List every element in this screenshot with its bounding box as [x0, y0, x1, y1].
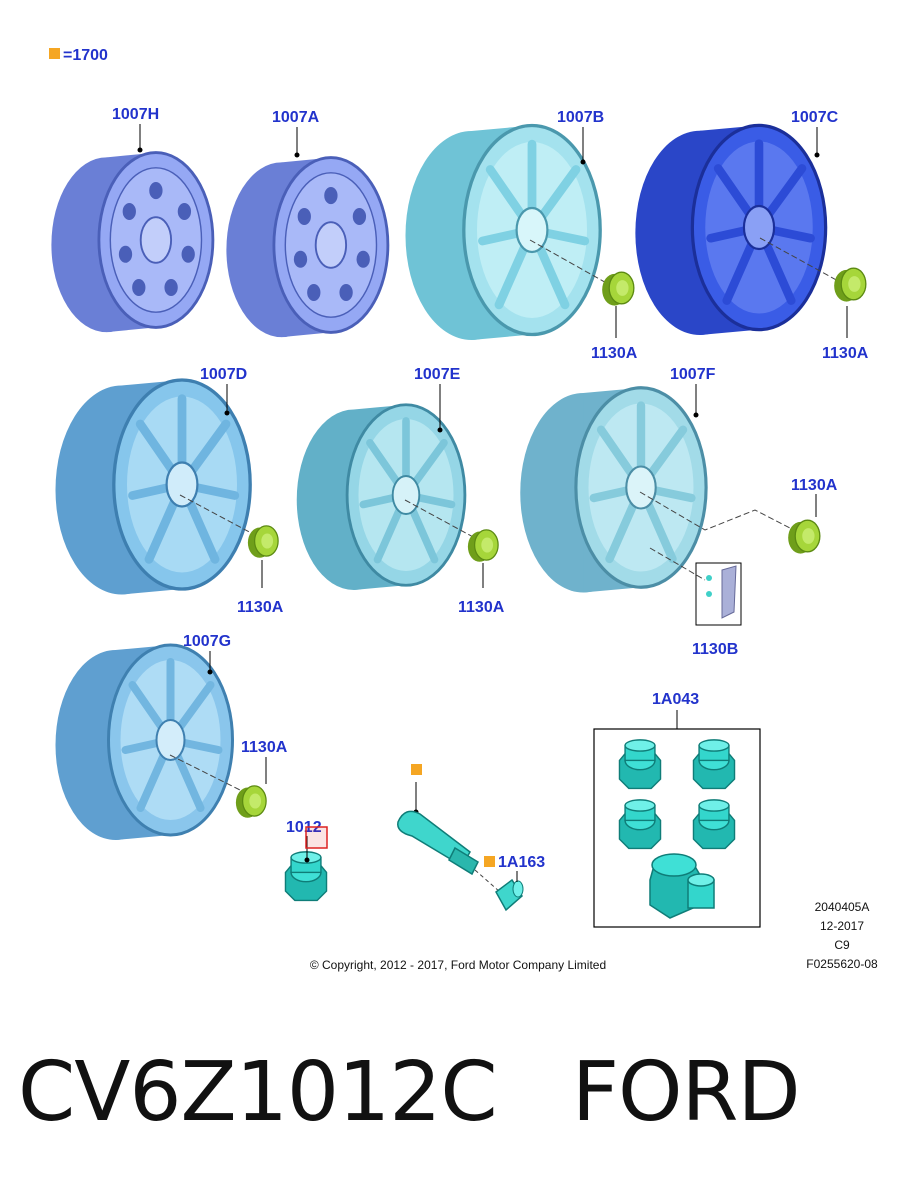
axis-line-1130B: [649, 547, 706, 581]
wheel-1007F[interactable]: [520, 387, 707, 593]
callout-1130A-row2-left[interactable]: 1130A: [237, 599, 284, 616]
callout-1130A-row3[interactable]: 1130A: [241, 739, 288, 756]
axis-line-1007C: [759, 237, 841, 283]
leader-dot-1007F: [693, 412, 699, 418]
wheel-1007D[interactable]: [55, 380, 251, 595]
callout-1A163[interactable]: 1A163: [498, 854, 545, 871]
axis-line-1007B: [529, 239, 611, 286]
meta-code: 2040405A: [815, 900, 870, 914]
center-cap-1130B-screw-top: [706, 575, 712, 581]
lug-nut-kit-1A043[interactable]: [618, 739, 736, 919]
leader-dot-1007C: [814, 152, 820, 158]
callout-1007G[interactable]: 1007G: [183, 633, 231, 650]
kit-lug-nut-2[interactable]: [692, 739, 736, 790]
leader-dot-1007A: [294, 152, 300, 158]
legend-text: =1700: [63, 47, 108, 64]
leader-dot-1007G: [207, 669, 213, 675]
meta-variant: C9: [834, 938, 850, 952]
figure-meta: 2040405A 12-2017 C9 F0255620-08: [806, 900, 878, 971]
center-cap-1130A-row2-right[interactable]: [787, 519, 821, 555]
center-cap-1130A-row2-mid[interactable]: [467, 529, 499, 563]
center-cap-1130A-row3[interactable]: [235, 785, 267, 819]
axis-line-1007E: [404, 499, 476, 539]
leader-dot-1012: [304, 857, 310, 863]
callout-1A043[interactable]: 1A043: [652, 691, 699, 708]
axis-line-1007F: [639, 491, 791, 531]
lug-nut-kit-frame[interactable]: [593, 728, 761, 928]
leader-dot-1007H: [137, 147, 143, 153]
copyright-notice: © Copyright, 2012 - 2017, Ford Motor Com…: [310, 958, 606, 972]
meta-figure: F0255620-08: [806, 957, 878, 971]
part-number-heading: CV6Z1012C FORD: [18, 1052, 801, 1134]
wheel-1007B[interactable]: [405, 125, 601, 341]
callout-1130A-row2-mid[interactable]: 1130A: [458, 599, 505, 616]
callout-1007E[interactable]: 1007E: [414, 366, 461, 383]
center-cap-1130B-frame: [695, 562, 742, 626]
kit-locking-key[interactable]: [649, 853, 715, 919]
meta-date: 12-2017: [820, 919, 864, 933]
kit-lug-nut-3[interactable]: [618, 799, 662, 850]
center-cap-1130B-screw-bottom: [706, 591, 712, 597]
center-cap-1130B[interactable]: [695, 562, 742, 626]
wheel-1007C[interactable]: [635, 125, 826, 335]
valve-cap-1A163[interactable]: [495, 878, 524, 912]
callout-1007B[interactable]: 1007B: [557, 109, 604, 126]
center-cap-1130B-part: [721, 565, 737, 619]
highlight-box-1012: [305, 826, 328, 849]
leader-dot-1007D: [224, 410, 230, 416]
callout-1130B[interactable]: 1130B: [692, 641, 738, 658]
wheel-1007G[interactable]: [55, 645, 233, 840]
center-cap-1130A-row1-right[interactable]: [833, 267, 867, 303]
leader-dot-1007E: [437, 427, 443, 433]
center-cap-1130A-row1-left[interactable]: [601, 271, 635, 307]
tire-valve-stem[interactable]: [397, 810, 479, 876]
callout-1012[interactable]: 1012: [286, 819, 322, 836]
leader-dot-1007B: [580, 159, 586, 165]
valve-legend-square-icon: [411, 764, 422, 775]
callout-1130A-row1-right[interactable]: 1130A: [822, 345, 869, 362]
kit-lug-nut-4[interactable]: [692, 799, 736, 850]
axis-line-valve-cap: [474, 869, 501, 893]
callout-1007C[interactable]: 1007C: [791, 109, 839, 126]
heading-spacer: [497, 1045, 572, 1140]
axis-line-1007G: [169, 754, 241, 791]
wheel-1007H[interactable]: [51, 152, 213, 333]
part-number: CV6Z1012C: [18, 1045, 498, 1140]
axis-line-1007D: [179, 494, 256, 536]
brand-name: FORD: [571, 1045, 801, 1140]
callout-1130A-row2-right[interactable]: 1130A: [791, 477, 838, 494]
wheel-1007E[interactable]: [296, 404, 465, 590]
callout-1007A[interactable]: 1007A: [272, 109, 320, 126]
callout-1130A-row1-left[interactable]: 1130A: [591, 345, 638, 362]
callout-1007D[interactable]: 1007D: [200, 366, 247, 383]
kit-lug-nut-1[interactable]: [618, 739, 662, 790]
wheel-1007A[interactable]: [226, 157, 388, 338]
1A163-legend-square-icon: [484, 856, 495, 867]
legend-square-icon: [49, 48, 60, 59]
center-cap-1130A-row2-left[interactable]: [247, 525, 279, 559]
callout-1007H[interactable]: 1007H: [112, 106, 159, 123]
legend: =1700: [49, 47, 108, 64]
callout-1007F[interactable]: 1007F: [670, 366, 716, 383]
